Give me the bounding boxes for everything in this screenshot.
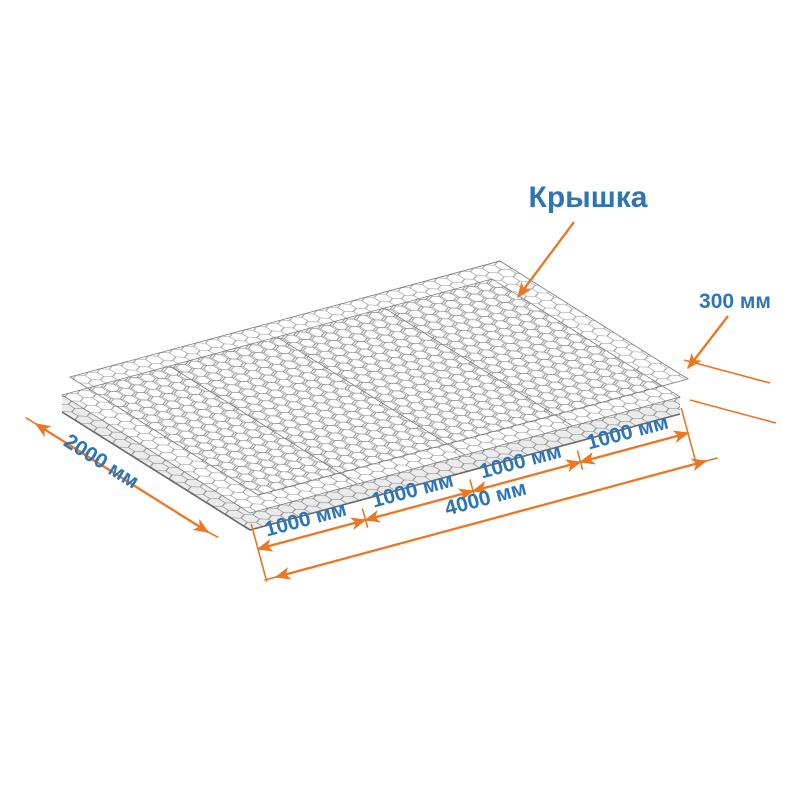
lid-label: Крышка: [529, 181, 648, 214]
lid-pointer-arrow: [517, 221, 575, 299]
total-length-dimension: [264, 457, 718, 581]
height-extension-bottom: [689, 399, 777, 424]
total-length-dimension-label: 4000 мм: [442, 477, 529, 521]
height-extension-top: [683, 359, 771, 384]
dimension-lines: [25, 221, 777, 583]
height-leader-arrow: [687, 315, 729, 370]
height-dimension: [683, 315, 777, 424]
height-dimension-label: 300 мм: [699, 290, 771, 313]
width-dimension: [25, 416, 219, 539]
